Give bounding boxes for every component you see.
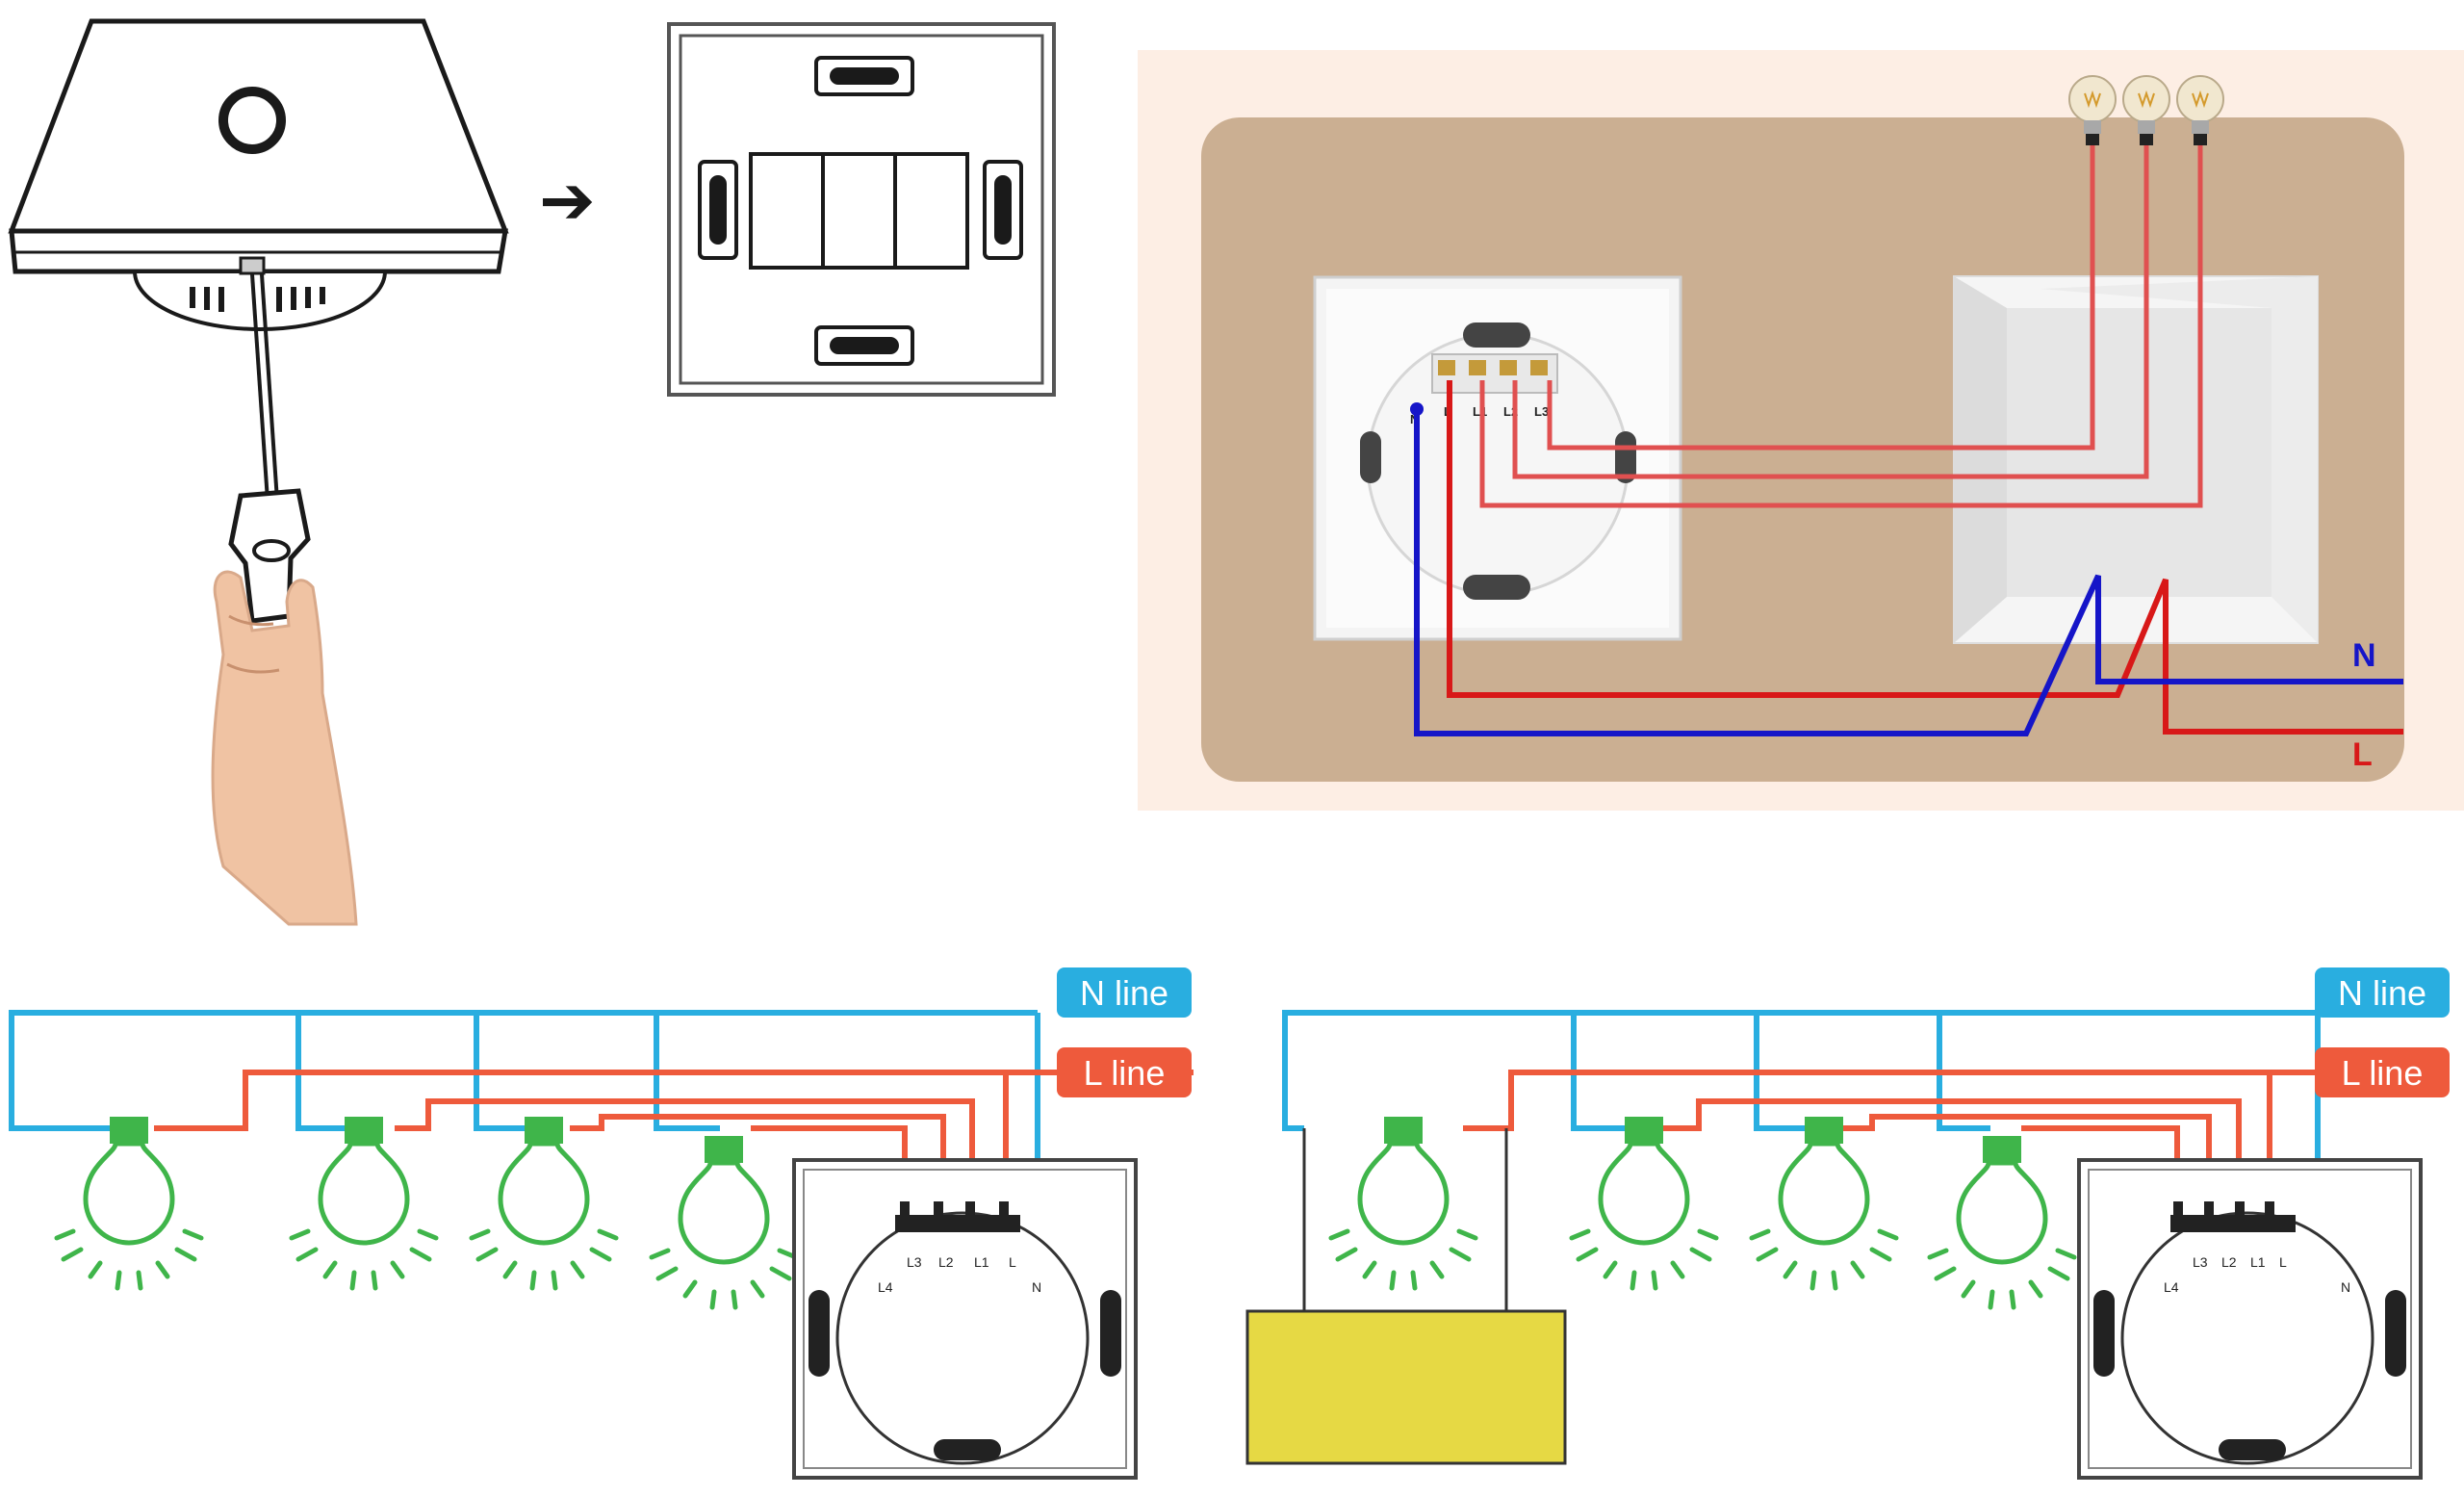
terminal-label-l: L [1009,1254,1016,1270]
switch-panel-drawing [8,18,509,331]
terminal-label-l3: L3 [907,1254,922,1270]
n-line-label: N line [1080,973,1168,1013]
lamp-1 [57,1117,201,1288]
neutral-bus [9,1010,1040,1253]
l-line-tag: L line [1057,1047,1192,1097]
wiring-photo-panel: N L L1 L2 L3 N L [1138,50,2464,811]
backplate-drawing [667,22,1056,397]
supply-label-l: L [2352,736,2373,773]
hand-photo [211,570,358,926]
lamps [1331,1117,2074,1307]
neutral-wire [1414,409,2403,736]
terminal-label-l2: L2 [2221,1254,2237,1270]
switch-backplate-diagram: L4 L3 L2 L1 L N [2077,1158,2423,1480]
terminal-label-l: L [2279,1254,2287,1270]
wiring-diagram-right: L4 L3 L2 L1 L N N line L line [1245,967,2450,1480]
lamp-3 [1752,1117,1896,1288]
terminal-label-l2: L2 [938,1254,954,1270]
external-box [1245,1309,1567,1465]
live-wire [1447,380,2403,735]
terminal-label-n: N [2341,1279,2350,1295]
lamps [57,1117,796,1307]
terminal-label-n: N [1032,1279,1041,1295]
terminal-label-l3: L3 [2193,1254,2208,1270]
terminal-label-l4: L4 [2164,1279,2179,1295]
l-line-label: L line [2342,1053,2424,1093]
bulbs-photo [2068,75,2224,146]
arrow-glyph: ➔ [539,161,596,240]
load-wires [1479,135,2203,508]
junction-box [1953,275,2319,644]
lamp-2 [1572,1117,1716,1288]
lamp-4 [652,1136,796,1307]
lamp-3 [472,1117,616,1288]
switch-removal-illustration: ➔ [8,18,1056,926]
live-bus [1463,1070,2318,1215]
external-box-wires [1302,1128,1508,1311]
n-line-label: N line [2338,973,2426,1013]
l-line-tag: L line [2315,1047,2450,1097]
n-line-tag: N line [1057,967,1192,1018]
wiring-diagram-left: L4 L3 L2 L1 L N N line L line [9,967,1194,1480]
switch-backplate-photo: N L L1 L2 L3 [1313,275,1682,641]
terminal-label-l1: L1 [974,1254,989,1270]
supply-label-n: N [2352,637,2376,674]
terminal-label-l4: L4 [878,1279,893,1295]
n-line-tag: N line [2315,967,2450,1018]
lamp-1 [1331,1117,1476,1288]
switch-backplate-diagram: L4 L3 L2 L1 L N [792,1158,1138,1480]
lamp-4 [1930,1136,2074,1307]
terminal-label-l3: L3 [1534,404,1549,419]
terminal-label-l1: L1 [2250,1254,2266,1270]
lamp-2 [292,1117,436,1288]
l-line-label: L line [1084,1053,1166,1093]
